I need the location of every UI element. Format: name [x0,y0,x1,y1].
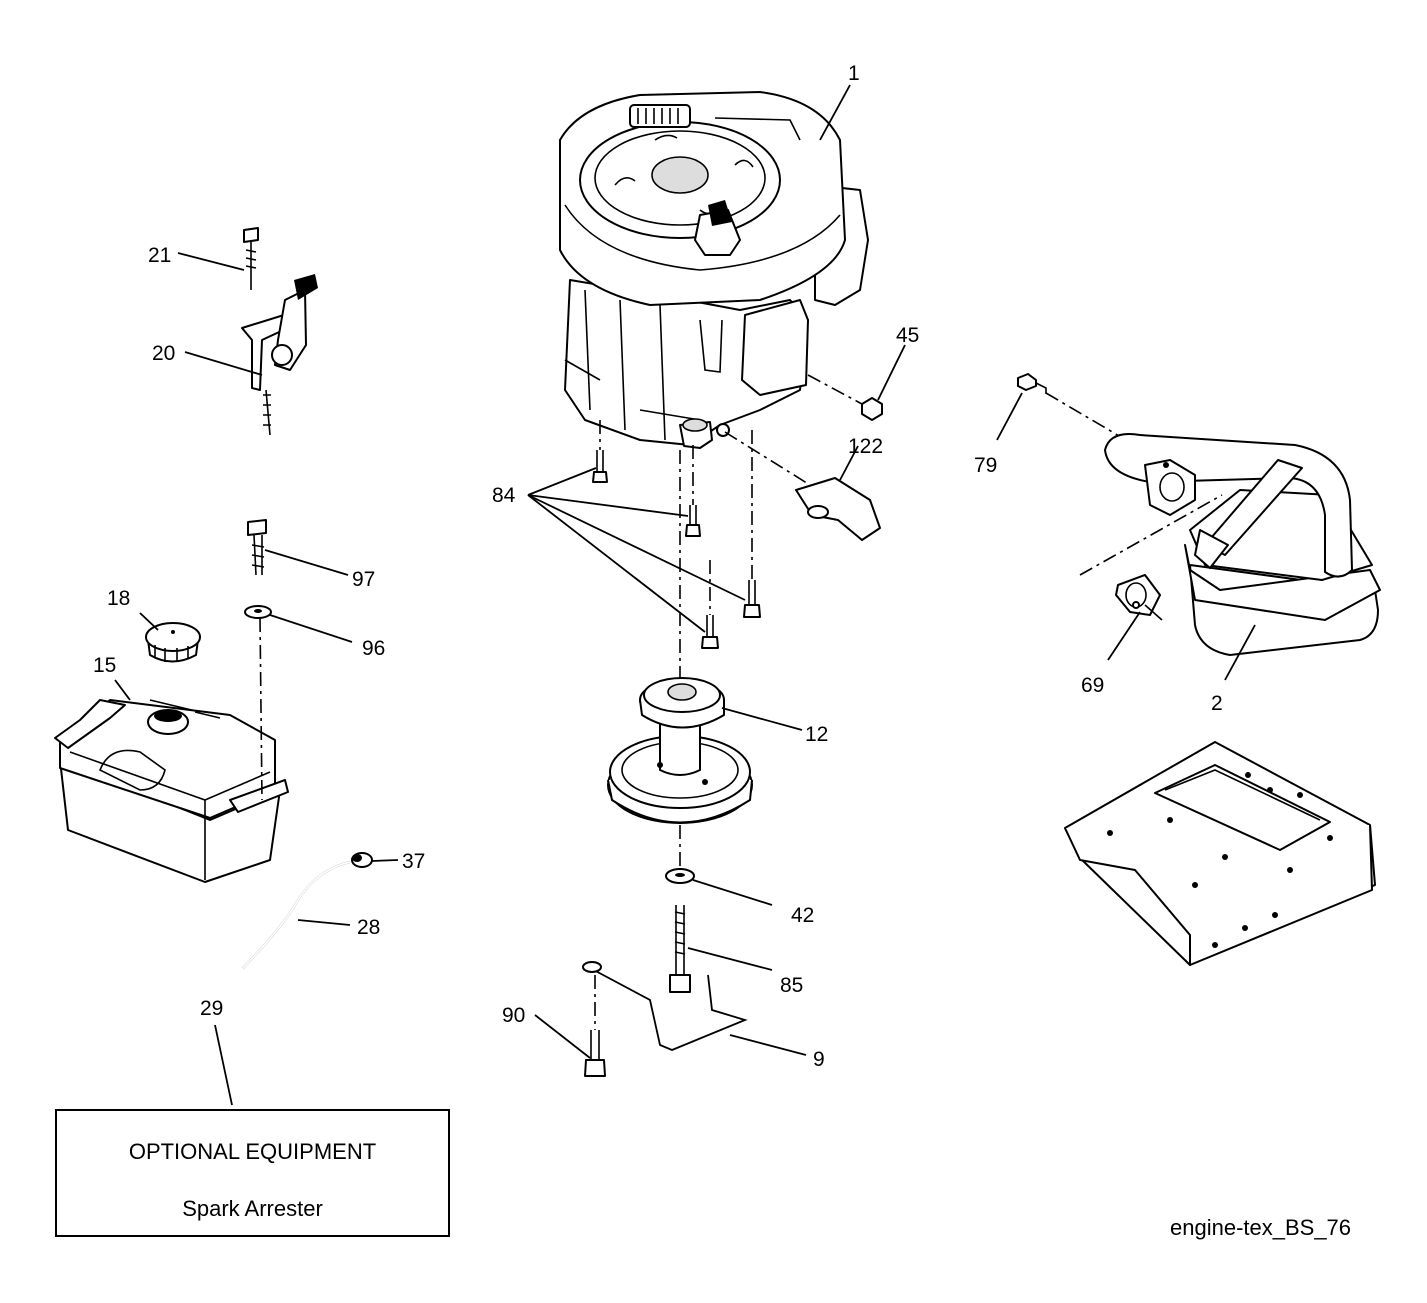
throttle-control-drawing [241,227,318,436]
label-part-45: 45 [896,324,919,347]
label-part-96: 96 [362,637,385,660]
label-part-20: 20 [152,342,175,365]
label-part-29: 29 [200,997,223,1020]
label-part-69: 69 [1081,674,1104,697]
label-part-79: 79 [974,454,997,477]
label-part-18: 18 [107,587,130,610]
label-part-37: 37 [402,850,425,873]
optional-equipment-box: OPTIONAL EQUIPMENT Spark Arrester [55,1109,450,1237]
label-part-28: 28 [357,916,380,939]
label-part-1: 1 [848,62,860,85]
label-part-97: 97 [352,568,375,591]
label-part-85: 85 [780,974,803,997]
fuel-tank-drawing [54,699,289,883]
bracket-rod-drawing [582,961,748,1077]
label-part-21: 21 [148,244,171,267]
part-labels: 1 21 20 45 122 84 79 97 18 96 15 69 2 12… [93,62,1223,1071]
diagram-id: engine-tex_BS_76 [1170,1215,1352,1240]
label-part-2: 2 [1211,692,1223,715]
optional-equipment-item: Spark Arrester [182,1196,323,1221]
engine-drawing [559,91,869,449]
fuel-line-drawing [242,852,373,969]
muffler-drawing [1017,373,1381,656]
label-part-122: 122 [848,435,883,458]
engine-bolts-drawing [592,420,761,680]
label-part-9: 9 [813,1048,825,1071]
pulley-bolt-drawing [665,868,695,993]
label-part-84: 84 [492,484,516,507]
fuel-cap-drawing [145,622,201,663]
mount-plate-drawing [1064,741,1376,966]
label-part-15: 15 [93,654,116,677]
leader-lines [114,84,1256,1106]
optional-equipment-title: OPTIONAL EQUIPMENT [128,1139,377,1164]
pulley-drawing [607,677,753,868]
label-part-12: 12 [805,723,828,746]
label-part-90: 90 [502,1004,525,1027]
nut-shield-drawing [724,374,883,541]
tank-screw-drawing [244,519,272,801]
label-part-42: 42 [791,904,814,927]
